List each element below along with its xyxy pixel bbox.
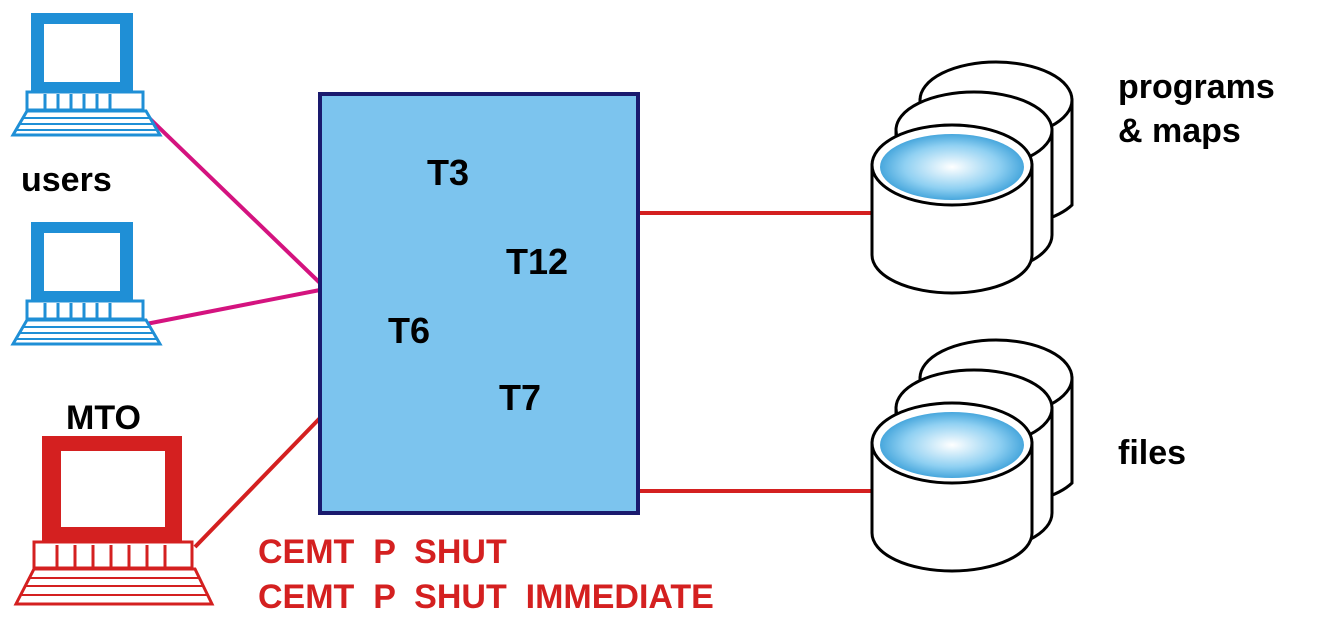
files-label: files	[1118, 434, 1187, 472]
user1-link	[144, 113, 322, 285]
transaction-label: T3	[427, 152, 470, 193]
user2-link	[145, 288, 321, 326]
users-label: users	[21, 161, 112, 199]
command-shut-immediate: CEMT P SHUT IMMEDIATE	[258, 578, 714, 616]
mto-link	[193, 416, 322, 549]
command-shut: CEMT P SHUT	[258, 533, 507, 571]
computer-terminal-icon	[13, 436, 215, 606]
cics-region-box	[318, 92, 640, 515]
computer-terminal-icon	[10, 13, 163, 137]
programs-maps-label-line1: programs	[1118, 68, 1275, 106]
transaction-label: T7	[499, 377, 542, 418]
disk-stack-icon	[870, 60, 1074, 295]
programs-maps-label-line2: & maps	[1118, 112, 1241, 150]
connection-lines	[144, 113, 872, 549]
computer-terminal-icon	[10, 222, 163, 346]
transaction-label: T12	[506, 241, 569, 282]
disk-stack-icon	[870, 338, 1074, 573]
mto-label: MTO	[66, 399, 141, 437]
transaction-label: T6	[388, 310, 431, 351]
